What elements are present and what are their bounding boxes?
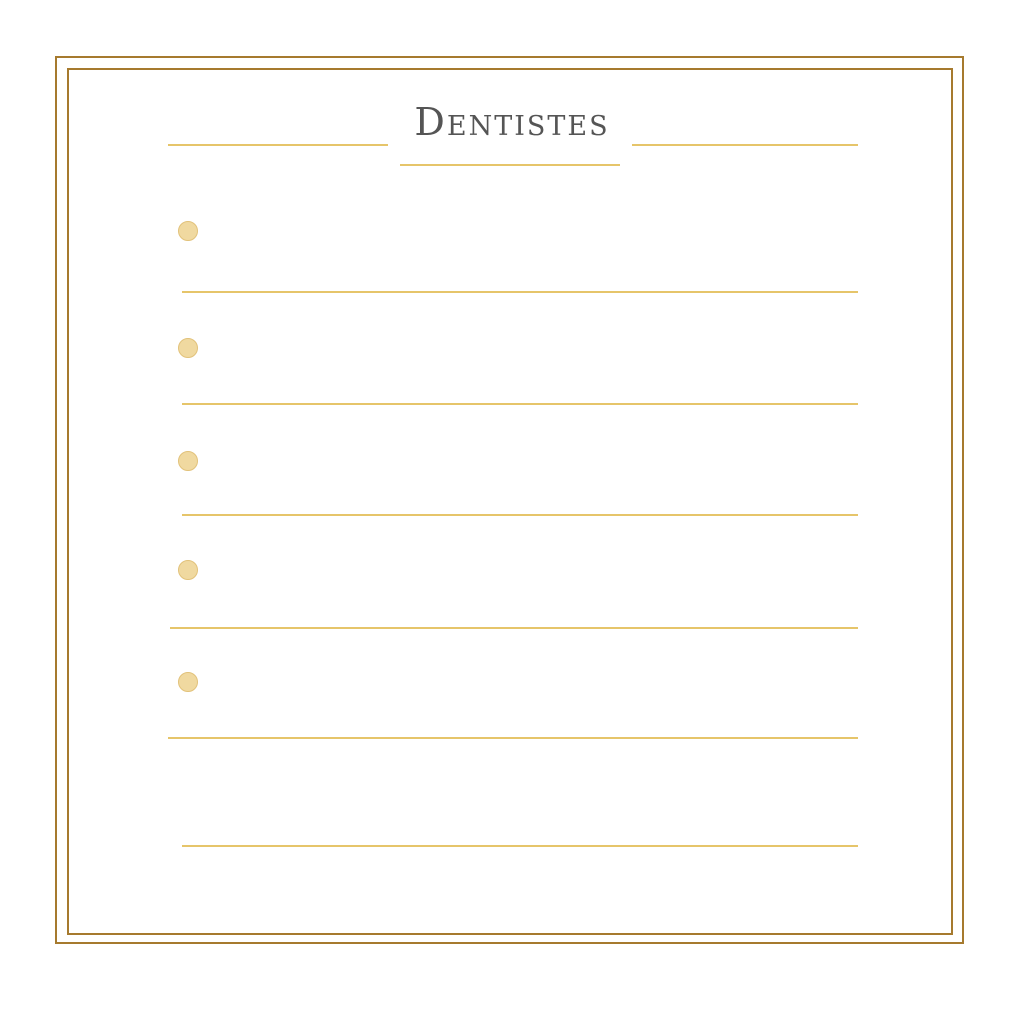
row-divider (182, 514, 858, 516)
list-item (170, 636, 860, 746)
bullet-icon (178, 560, 198, 580)
row-divider (170, 627, 858, 629)
title-rule-left (168, 144, 388, 146)
outer-frame (55, 56, 964, 944)
bullet-icon (178, 338, 198, 358)
page-title: Dentistes (414, 100, 610, 144)
list-item (170, 185, 860, 295)
title-rule-right (632, 144, 858, 146)
row-divider (182, 403, 858, 405)
footer-rule (182, 845, 858, 847)
bullet-icon (178, 221, 198, 241)
bullet-icon (178, 451, 198, 471)
bullet-icon (178, 672, 198, 692)
list-item (170, 412, 860, 522)
title-underline (400, 164, 620, 166)
list-item (170, 300, 860, 410)
row-divider (168, 737, 858, 739)
inner-frame (67, 68, 953, 935)
row-divider (182, 291, 858, 293)
list-item (170, 523, 860, 633)
